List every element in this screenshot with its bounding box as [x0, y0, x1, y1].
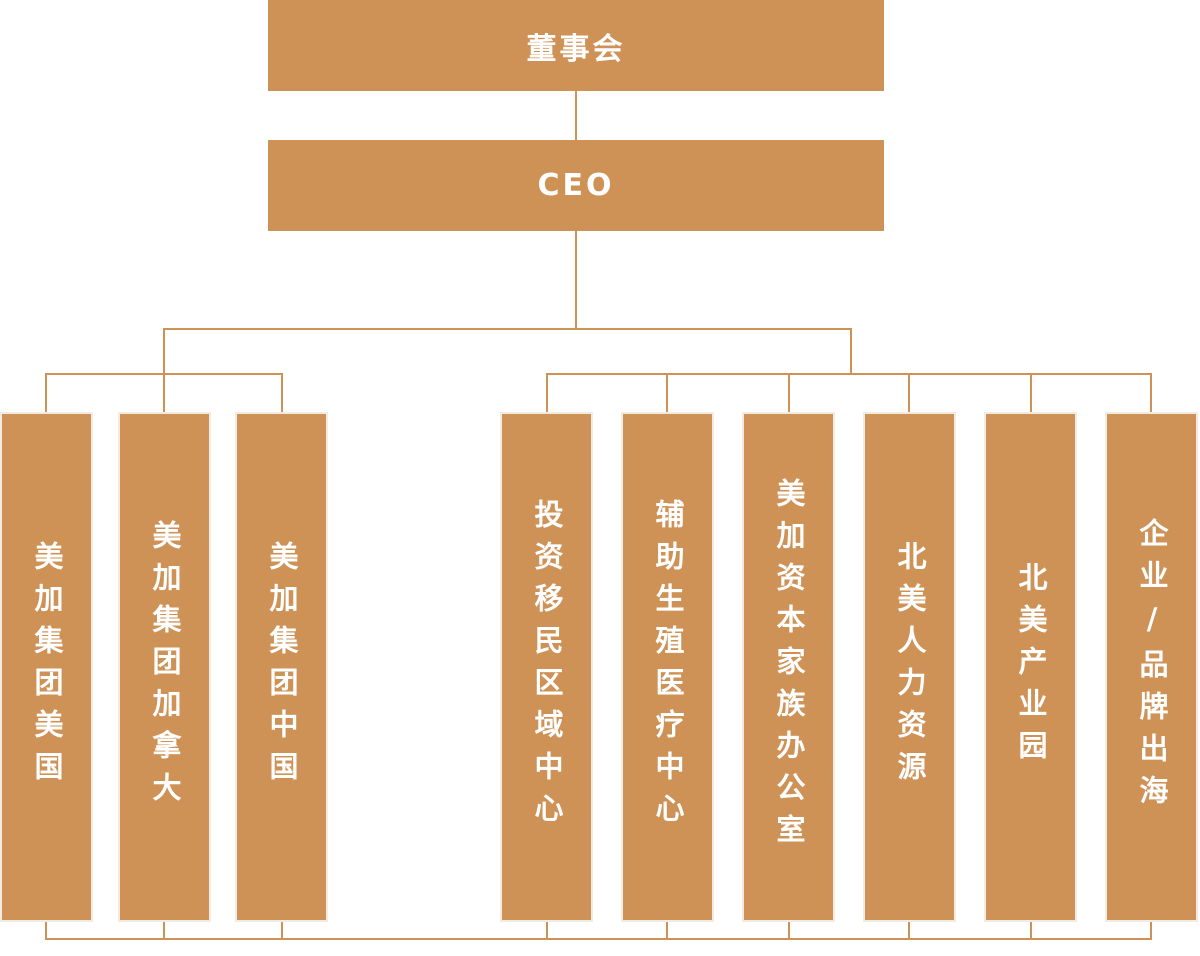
connector-bottom-horizontal [45, 938, 1152, 940]
org-node-dept-7: 北美产业园 [984, 412, 1077, 922]
connector-dept-4-drop [666, 373, 668, 412]
connector-dept-3-bottom [546, 922, 548, 939]
connector-dept-6-drop [908, 373, 910, 412]
connector-dept-5-bottom [788, 922, 790, 939]
connector-dept-1-drop [163, 373, 165, 412]
connector-dept-3-drop [546, 373, 548, 412]
org-node-dept-0: 美加集团美国 [0, 412, 93, 922]
org-node-dept-2-label: 美加集团中国 [265, 541, 299, 793]
org-node-dept-5: 美加资本家族办公室 [742, 412, 835, 922]
connector-dept-6-bottom [908, 922, 910, 939]
connector-dept-1-bottom [163, 922, 165, 939]
org-node-ceo: CEO [268, 140, 884, 231]
connector-dept-7-drop [1030, 373, 1032, 412]
org-node-dept-5-label: 美加资本家族办公室 [772, 478, 806, 856]
connector-dept-2-drop [281, 373, 283, 412]
org-node-ceo-label: CEO [537, 168, 615, 203]
org-node-dept-2: 美加集团中国 [235, 412, 328, 922]
connector-ceo-trunk [575, 231, 577, 328]
org-node-dept-8-label: 企业/品牌出海 [1135, 517, 1169, 817]
org-node-dept-1-label: 美加集团加拿大 [148, 520, 182, 814]
connector-dept-5-drop [788, 373, 790, 412]
connector-dept-4-bottom [666, 922, 668, 939]
connector-dept-7-bottom [1030, 922, 1032, 939]
org-node-board: 董事会 [268, 0, 884, 91]
connector-dept-0-drop [45, 373, 47, 412]
org-node-dept-3-label: 投资移民区域中心 [530, 499, 564, 835]
org-node-dept-4-label: 辅助生殖医疗中心 [651, 499, 685, 835]
connector-main-horizontal [163, 328, 852, 330]
connector-dept-2-bottom [281, 922, 283, 939]
connector-board-ceo [575, 91, 577, 140]
org-node-dept-6: 北美人力资源 [863, 412, 956, 922]
org-node-dept-0-label: 美加集团美国 [30, 541, 64, 793]
org-node-dept-4: 辅助生殖医疗中心 [621, 412, 714, 922]
org-node-dept-1: 美加集团加拿大 [118, 412, 211, 922]
connector-dept-0-bottom [45, 922, 47, 939]
org-node-dept-6-label: 北美人力资源 [893, 541, 927, 793]
connector-right-branch-horizontal [546, 373, 1152, 375]
org-node-dept-7-label: 北美产业园 [1014, 562, 1048, 772]
connector-left-branch-drop [163, 328, 165, 373]
org-node-board-label: 董事会 [526, 31, 626, 67]
org-node-dept-8: 企业/品牌出海 [1105, 412, 1198, 922]
connector-dept-8-bottom [1150, 922, 1152, 939]
connector-right-branch-drop [850, 328, 852, 373]
org-node-dept-3: 投资移民区域中心 [500, 412, 593, 922]
connector-dept-8-drop [1150, 373, 1152, 412]
